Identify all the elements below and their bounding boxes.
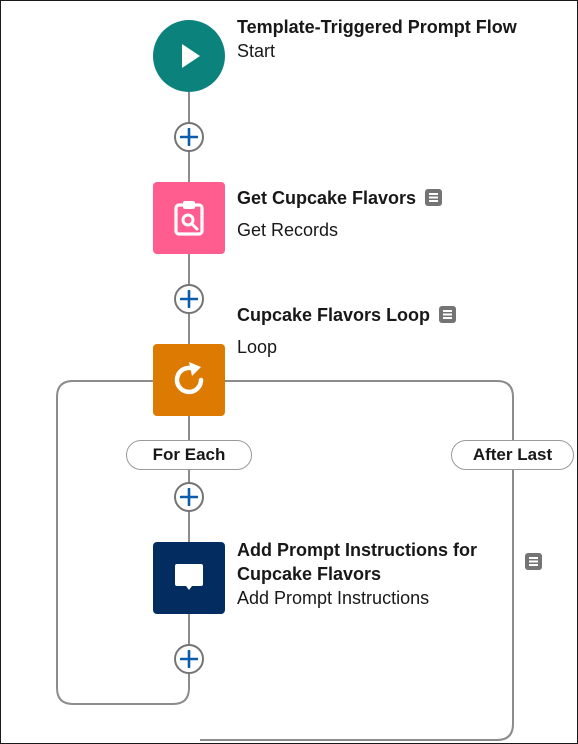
start-subtitle: Start [237, 41, 276, 61]
plus-icon [180, 290, 198, 308]
plus-icon [180, 650, 198, 668]
prompt-subtitle: Add Prompt Instructions [237, 588, 430, 608]
add-element-button[interactable] [174, 122, 204, 152]
after-last-branch-label: After Last [451, 440, 574, 470]
description-icon[interactable] [424, 188, 443, 207]
prompt-label: Add Prompt Instructions for Cupcake Flav… [237, 538, 515, 610]
get-records-node[interactable] [153, 182, 225, 254]
get-records-title: Get Cupcake Flavors [237, 188, 417, 208]
get-records-label: Get Cupcake Flavors Get Records [237, 186, 537, 242]
loop-node[interactable] [153, 344, 225, 416]
for-each-branch-label: For Each [126, 440, 252, 470]
loop-subtitle: Loop [237, 337, 278, 357]
plus-icon [180, 128, 198, 146]
loop-label: Cupcake Flavors Loop Loop [237, 303, 537, 359]
start-title: Template-Triggered Prompt Flow [237, 17, 517, 37]
prompt-title: Add Prompt Instructions for Cupcake Flav… [237, 540, 477, 584]
prompt-instructions-node[interactable] [153, 542, 225, 614]
clipboard-search-icon [174, 201, 204, 236]
get-records-subtitle: Get Records [237, 220, 339, 240]
add-element-button[interactable] [174, 284, 204, 314]
add-element-button[interactable] [174, 482, 204, 512]
description-icon[interactable] [438, 305, 457, 324]
start-label: Template-Triggered Prompt Flow Start [237, 15, 537, 63]
loop-icon [174, 362, 204, 395]
message-icon [175, 564, 203, 590]
play-icon [182, 44, 200, 68]
start-node[interactable] [153, 20, 225, 92]
plus-icon [180, 488, 198, 506]
description-icon[interactable] [524, 552, 543, 571]
loop-title: Cupcake Flavors Loop [237, 305, 431, 325]
add-element-button[interactable] [174, 644, 204, 674]
